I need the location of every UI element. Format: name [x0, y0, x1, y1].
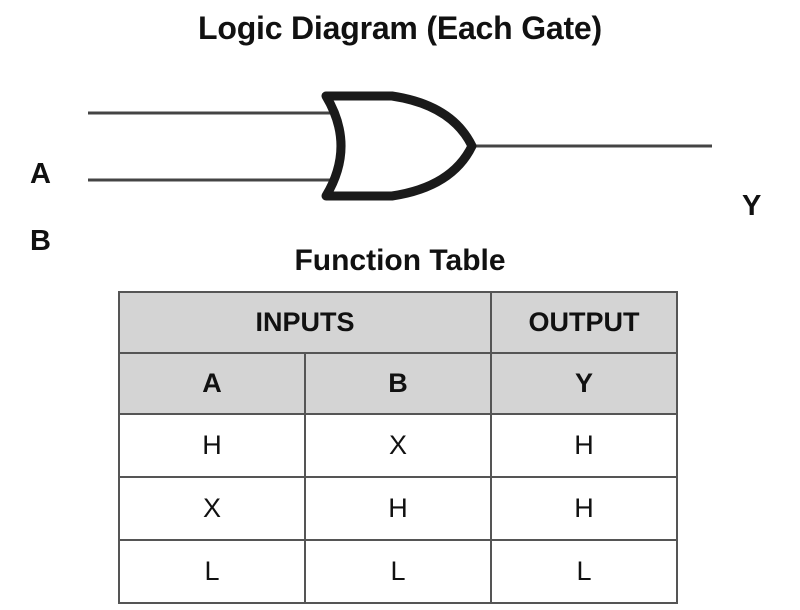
or-gate-body — [321, 91, 477, 201]
cell-b: X — [304, 413, 492, 478]
cell-y: H — [490, 476, 678, 541]
output-label-y: Y — [742, 190, 762, 222]
column-header-a: A — [118, 352, 306, 415]
cell-a: L — [118, 539, 306, 604]
column-header-b: B — [304, 352, 492, 415]
input-label-a: A — [30, 158, 51, 190]
input-label-b: B — [30, 225, 51, 257]
table-column-header-row: A B Y — [118, 352, 678, 415]
function-table-title: Function Table — [294, 244, 506, 277]
or-gate-icon — [88, 91, 712, 201]
cell-a: X — [118, 476, 306, 541]
logic-diagram: A B Y — [0, 60, 800, 256]
table-group-header-row: INPUTS OUTPUT — [118, 291, 678, 354]
table-row: X H H — [118, 476, 678, 541]
cell-b: H — [304, 476, 492, 541]
cell-a: H — [118, 413, 306, 478]
function-table: INPUTS OUTPUT A B Y H X H X H H L L L — [118, 291, 678, 604]
column-header-y: Y — [490, 352, 678, 415]
table-row: H X H — [118, 413, 678, 478]
table-row: L L L — [118, 539, 678, 604]
cell-b: L — [304, 539, 492, 604]
diagram-title: Logic Diagram (Each Gate) — [198, 10, 602, 46]
cell-y: H — [490, 413, 678, 478]
cell-y: L — [490, 539, 678, 604]
group-header-output: OUTPUT — [490, 291, 678, 354]
group-header-inputs: INPUTS — [118, 291, 492, 354]
